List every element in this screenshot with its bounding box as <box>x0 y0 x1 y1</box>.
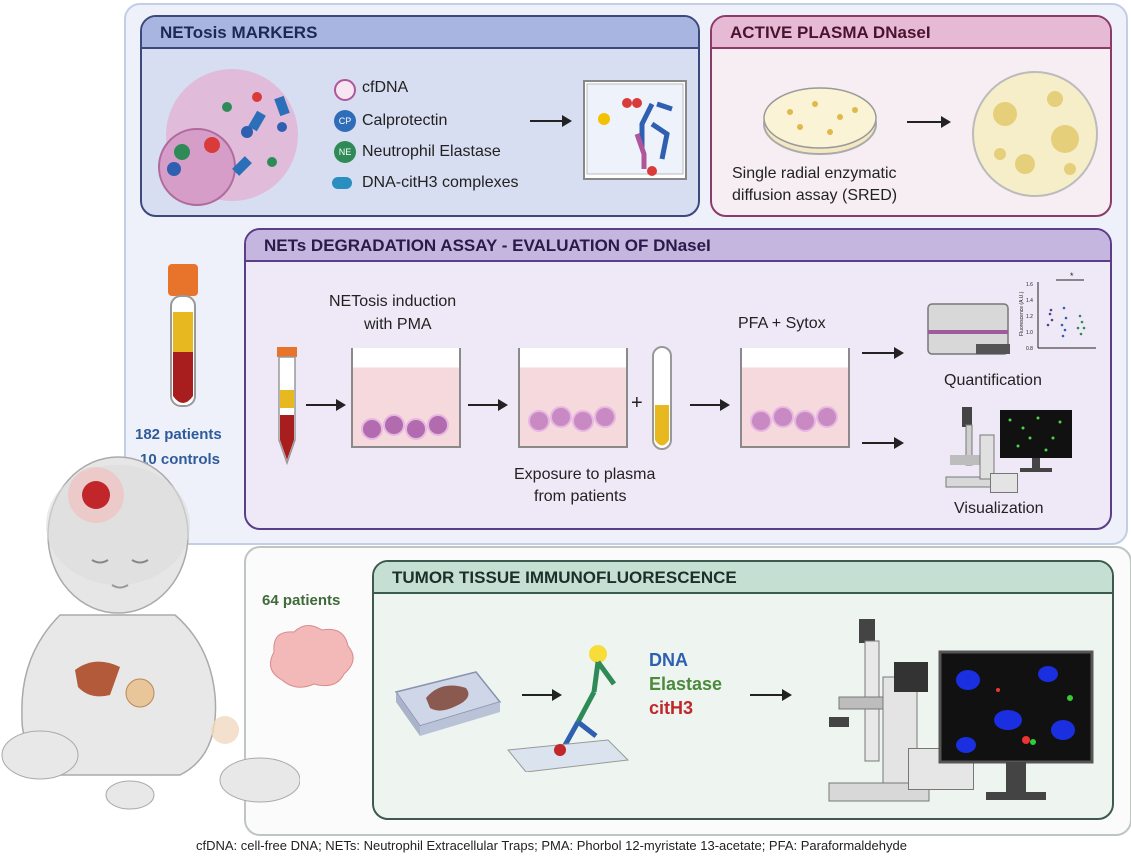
neutrophil-illustration <box>158 69 298 206</box>
plus-sign: + <box>631 392 643 414</box>
sred-label-line1: Single radial enzymatic <box>732 165 897 182</box>
centrifuge-tube-icon <box>277 347 297 465</box>
exposure-label-line1: Exposure to plasma <box>514 466 656 483</box>
staining-to-microscope-arrow <box>750 689 792 701</box>
petri-dish-after <box>972 71 1098 197</box>
mini-chart-tick-label: 1.2 <box>1026 314 1033 320</box>
if-image-monitor <box>938 650 1094 800</box>
net-cell <box>572 410 594 432</box>
antibody-staining-icon <box>507 645 630 772</box>
camera-box-icon <box>990 473 1018 493</box>
tumor-tissue-icon <box>269 625 354 688</box>
well-fixed-nets <box>740 348 850 448</box>
well-nets <box>518 348 628 448</box>
neutrophil-cell <box>405 418 427 440</box>
pfa-sytox-label: PFA + Sytox <box>738 315 826 332</box>
mini-chart-ylabel: Fluorescence (A.U.) <box>1019 291 1025 336</box>
mini-chart-tick-label: 0.8 <box>1026 346 1033 352</box>
child-patient-illustration <box>1 456 300 810</box>
marker-dna-cith3: DNA-citH3 complexes <box>362 174 519 191</box>
netosis-markers-panel: NETosis MARKERS cfDNA CP Calprotectin NE… <box>140 15 700 217</box>
mini-fluorescence-chart: * 1.6 1.4 1.2 1.0 0.8 Fluorescence (A.U.) <box>1019 271 1096 352</box>
exposure-label-line2: from patients <box>534 488 627 505</box>
microscope-icon <box>945 407 999 488</box>
label-dna: DNA <box>649 650 688 670</box>
active-plasma-panel: ACTIVE PLASMA DNaseI Single radial enzym… <box>710 15 1112 217</box>
blood-tube-icon <box>168 264 198 407</box>
fixed-net-cell <box>772 406 794 428</box>
neutrophil-cell <box>361 418 383 440</box>
induction-to-nets-arrow <box>468 399 508 411</box>
petri-dish-before <box>763 87 877 155</box>
nets-degradation-title: NETs DEGRADATION ASSAY - EVALUATION OF D… <box>246 230 1110 262</box>
to-quantification-arrow <box>862 347 904 359</box>
sred-arrow <box>907 116 951 128</box>
controls-count-10: 10 controls <box>140 451 221 468</box>
neutrophil-cell <box>383 414 405 436</box>
to-visualization-arrow <box>862 437 904 449</box>
netosis-markers-title: NETosis MARKERS <box>142 17 698 49</box>
plate-reader-icon <box>927 303 1010 355</box>
tumor-panel: TUMOR TISSUE IMMUNOFLUORESCENCE DNA Elas… <box>372 560 1114 820</box>
patients-count-64: 64 patients <box>262 592 341 609</box>
mini-chart-tick-label: 1.0 <box>1026 330 1033 336</box>
fluorescence-monitor-icon <box>1000 410 1072 472</box>
calprotectin-icon: CP <box>334 110 356 132</box>
slide-to-antibody-arrow <box>522 689 562 701</box>
well-neutrophils <box>351 348 461 448</box>
plasma-tube-icon <box>652 346 672 450</box>
net-cell <box>550 406 572 428</box>
nets-degradation-panel: NETs DEGRADATION ASSAY - EVALUATION OF D… <box>244 228 1112 530</box>
elastase-icon: NE <box>334 141 356 163</box>
tissue-slide-icon <box>394 671 502 736</box>
ne-badge-text: NE <box>338 147 352 157</box>
mini-chart-tick-label: 1.4 <box>1026 298 1033 304</box>
induction-label-line1: NETosis induction <box>329 293 457 310</box>
net-cell <box>528 410 550 432</box>
active-plasma-title: ACTIVE PLASMA DNaseI <box>712 17 1110 49</box>
abbreviations-footnote: cfDNA: cell-free DNA; NETs: Neutrophil E… <box>196 838 907 853</box>
tube-to-induction-arrow <box>306 399 346 411</box>
label-elastase: Elastase <box>649 674 723 694</box>
fixed-net-cell <box>750 410 772 432</box>
net-cell <box>594 406 616 428</box>
quantification-label: Quantification <box>944 372 1042 389</box>
cp-badge-text: CP <box>338 116 352 126</box>
fixed-net-cell <box>794 410 816 432</box>
elisa-well-icon <box>583 80 687 180</box>
patients-count-182: 182 patients <box>135 426 222 443</box>
fixed-net-cell <box>816 406 838 428</box>
sred-label-line2: diffusion assay (SRED) <box>732 187 898 204</box>
induction-label-line2: with PMA <box>364 316 432 333</box>
plasma-to-pfa-arrow <box>690 399 730 411</box>
marker-neutrophil-elastase: Neutrophil Elastase <box>362 143 501 160</box>
tumor-title: TUMOR TISSUE IMMUNOFLUORESCENCE <box>374 562 1112 594</box>
dna-cith3-icon <box>332 177 352 189</box>
visualization-label: Visualization <box>954 500 1044 517</box>
marker-cfdna: cfDNA <box>362 79 409 96</box>
mini-chart-tick-label: 1.6 <box>1026 282 1033 288</box>
cfdna-icon <box>334 79 356 101</box>
markers-arrow <box>530 115 572 127</box>
mini-chart-sig: * <box>1070 271 1074 281</box>
controller-box-icon <box>894 662 928 692</box>
label-cith3: citH3 <box>649 698 694 718</box>
marker-calprotectin: Calprotectin <box>362 112 448 129</box>
neutrophil-cell <box>427 414 449 436</box>
